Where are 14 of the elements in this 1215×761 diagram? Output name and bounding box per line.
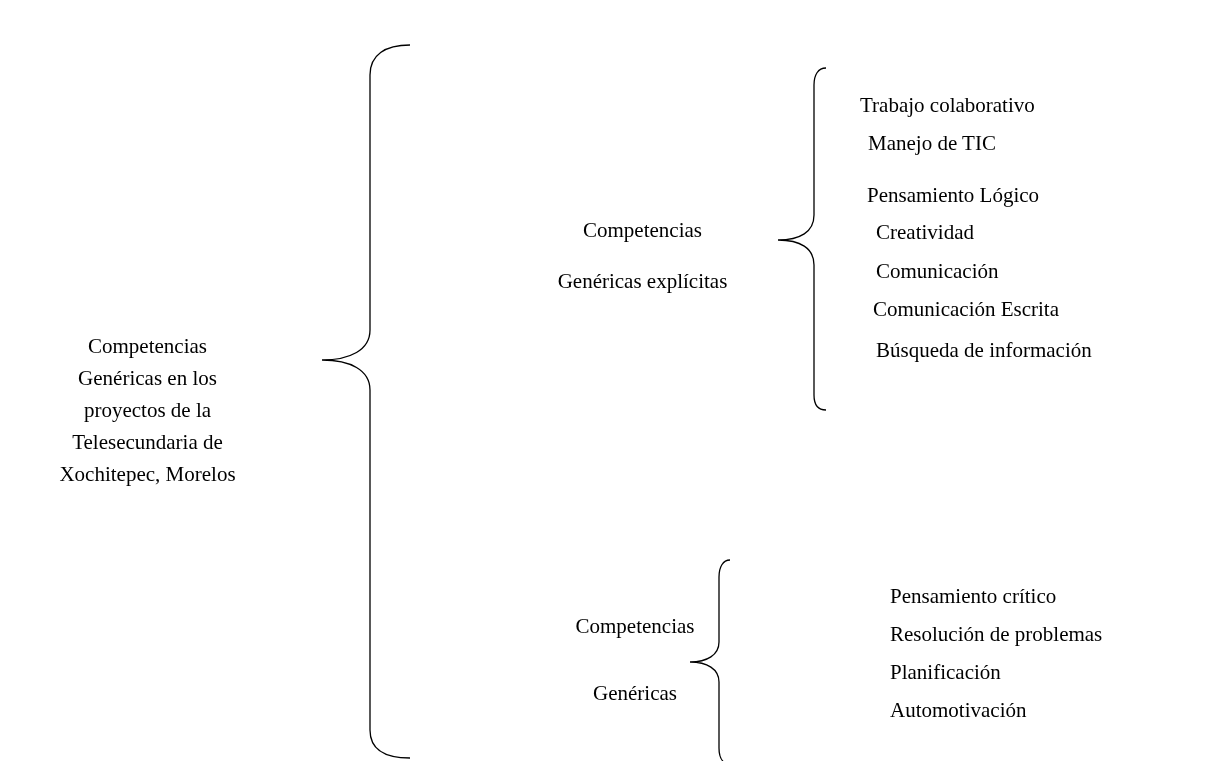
category-label: Competencias Genéricas explícitas bbox=[556, 217, 729, 295]
list-item: Comunicación bbox=[876, 258, 999, 284]
list-item: Manejo de TIC bbox=[868, 130, 996, 156]
list-item: Comunicación Escrita bbox=[873, 296, 1060, 322]
list-item: Búsqueda de información bbox=[876, 337, 1092, 363]
list-item: Planificación bbox=[890, 659, 1001, 685]
list-item: Resolución de problemas bbox=[890, 621, 1103, 647]
list-item: Pensamiento Lógico bbox=[867, 182, 1040, 208]
topic-label: Competencias Genéricas en los proyectos de la Telesecundaria de Xochitepec, Morelos bbox=[58, 333, 237, 488]
list-item: Trabajo colaborativo bbox=[860, 92, 1035, 118]
list-item: Automotivación bbox=[890, 697, 1027, 723]
category-label: Competencias Genéricas bbox=[574, 613, 696, 707]
list-item: Pensamiento crítico bbox=[890, 583, 1057, 609]
list-item: Creatividad bbox=[876, 219, 974, 245]
